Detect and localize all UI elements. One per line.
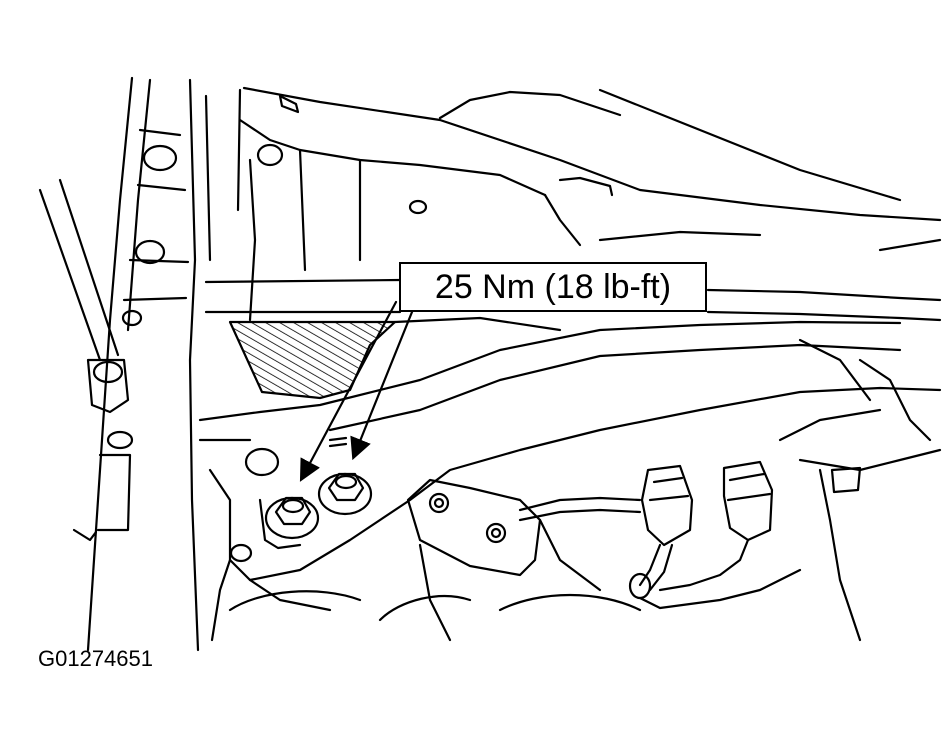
lower-bracket-arm bbox=[198, 386, 942, 642]
harness-connectors bbox=[518, 460, 802, 610]
lower-components bbox=[228, 518, 642, 642]
left-rod bbox=[38, 178, 130, 414]
bolt-left bbox=[264, 496, 320, 540]
torque-spec-callout: 25 Nm (18 lb-ft) bbox=[399, 262, 707, 312]
right-housing bbox=[778, 238, 942, 642]
upper-body-panel bbox=[238, 86, 942, 322]
side-mounting-plate bbox=[406, 478, 542, 577]
left-pillar bbox=[72, 76, 242, 652]
figure-id-label: G01274651 bbox=[38, 646, 153, 671]
bolt-right bbox=[317, 436, 373, 516]
torque-leader-arrows bbox=[299, 300, 414, 482]
